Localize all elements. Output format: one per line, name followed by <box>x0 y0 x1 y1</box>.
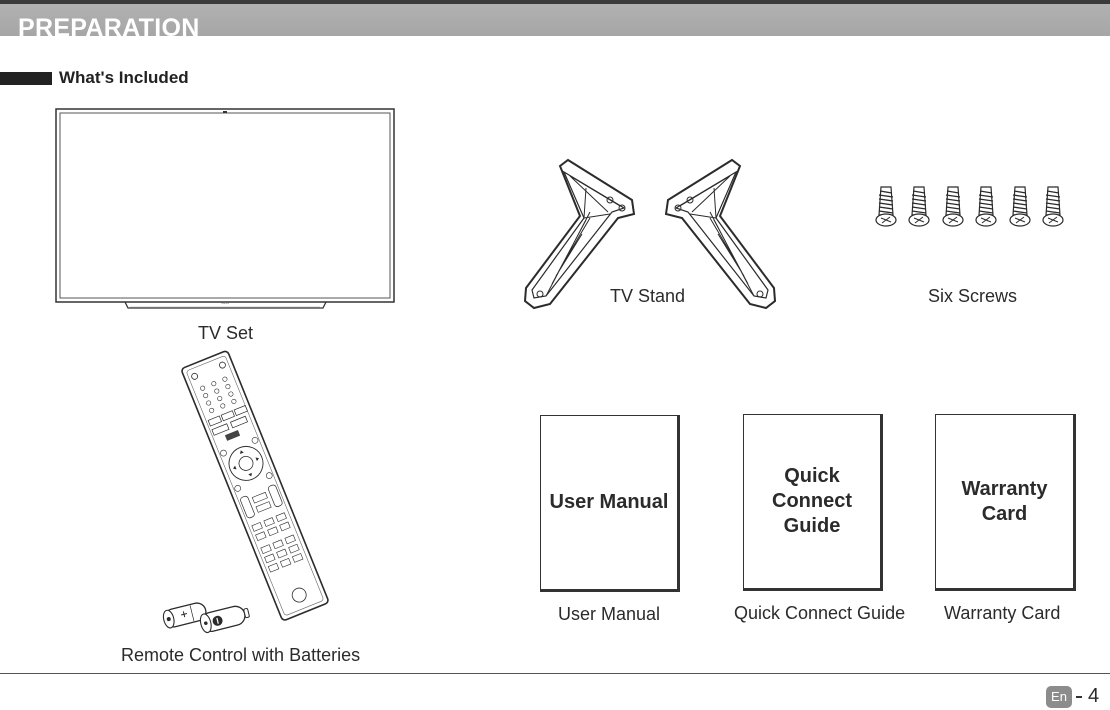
language-badge: En <box>1046 686 1072 708</box>
tv-stand-left-leg <box>523 158 636 310</box>
screw-icon <box>1042 186 1064 227</box>
tv-stand-illustration <box>523 158 777 310</box>
header-bar <box>0 0 1110 36</box>
warranty-card-caption: Warranty Card <box>944 603 1061 623</box>
tv-brand-text: VIZIO <box>221 301 230 305</box>
warranty-cover-line: Card <box>981 502 1028 525</box>
screw-icon <box>875 186 897 227</box>
tv-stand-caption: TV Stand <box>610 286 686 306</box>
screw-icon <box>1009 186 1031 227</box>
section-marker <box>0 72 52 85</box>
remote-caption: Remote Control with Batteries <box>121 645 361 665</box>
quick-connect-caption: Quick Connect Guide <box>734 603 906 623</box>
quick-connect-cover-line: Quick <box>784 465 840 487</box>
warranty-card-cover: Warranty Card <box>935 414 1076 591</box>
screws-caption: Six Screws <box>928 286 1018 306</box>
page-title: PREPARATION <box>18 14 200 42</box>
page-number-dash <box>1076 696 1082 698</box>
tv-set-caption: TV Set <box>198 323 254 343</box>
footer-divider <box>0 673 1110 674</box>
battery-icon <box>162 602 207 629</box>
screw-icon <box>908 186 930 227</box>
tv-set-illustration: VIZIO <box>55 108 395 309</box>
battery-icon <box>199 605 250 634</box>
quick-connect-cover: Quick Connect Guide <box>743 414 883 591</box>
warranty-cover-line: Warranty <box>961 477 1048 500</box>
user-manual-cover: User Manual <box>540 415 680 592</box>
screws-illustration <box>875 186 1064 227</box>
page-number: 4 <box>1088 685 1100 707</box>
screw-icon <box>975 186 997 227</box>
tv-stand-right-leg <box>664 158 777 310</box>
remote-illustration <box>162 350 329 634</box>
user-manual-cover-title: User Manual <box>549 491 669 513</box>
screw-icon <box>942 186 964 227</box>
quick-connect-cover-line: Connect <box>772 490 852 512</box>
quick-connect-cover-line: Guide <box>783 515 841 537</box>
user-manual-caption: User Manual <box>558 604 661 624</box>
section-title: What's Included <box>59 68 189 87</box>
